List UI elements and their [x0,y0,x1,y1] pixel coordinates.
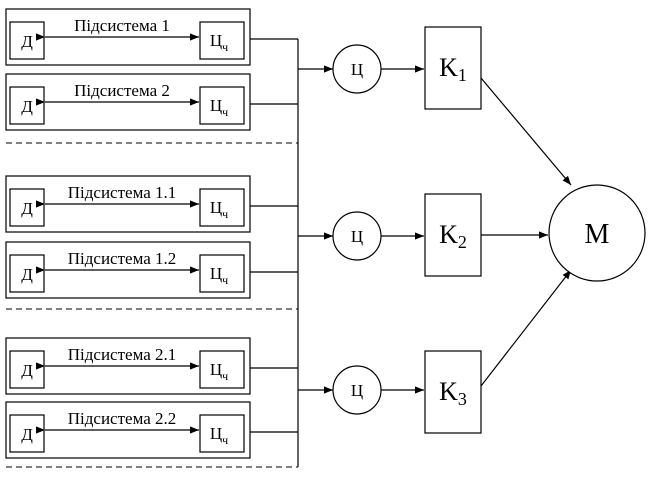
subsystem-name-6: Підсистема 2.2 [68,409,177,428]
k-label-2: K2 [439,220,467,252]
center-box-4 [199,254,245,293]
center-label-4: Цч [210,264,228,287]
subsystem-name-1: Підсистема 1 [74,16,170,35]
center-label-2: Цч [210,96,228,119]
sensor-label-3: Д [21,199,33,218]
center-label-1: Цч [210,31,228,54]
k1-to-main-arrow [480,77,572,186]
sensor-label-6: Д [21,425,33,444]
main-node-label: М [585,219,610,250]
center-box-3 [199,188,245,227]
subsystem-name-5: Підсистема 2.1 [68,345,177,364]
collector-label-2: Ц [351,227,363,246]
k3-to-main-arrow [480,269,572,387]
subsystem-name-2: Підсистема 2 [74,81,170,100]
center-box-2 [199,86,245,125]
sensor-label-5: Д [21,361,33,380]
subsystem-name-4: Підсистема 1.2 [68,249,177,268]
center-label-6: Цч [210,424,228,447]
center-label-5: Цч [210,360,228,383]
collector-label-3: Ц [351,381,363,400]
sensor-label-4: Д [21,265,33,284]
sensor-label-2: Д [21,97,33,116]
main-node [548,184,646,282]
subsystem-name-3: Підсистема 1.1 [68,183,177,202]
center-box-1 [199,21,245,60]
center-box-5 [199,350,245,389]
sensor-label-1: Д [21,32,33,51]
k-label-3: K3 [439,377,467,409]
center-box-6 [199,414,245,453]
k-block-2 [424,193,482,277]
k-block-3 [424,350,482,434]
k-label-1: K1 [439,53,467,85]
k-block-1 [424,26,482,110]
center-label-3: Цч [210,198,228,221]
collector-label-1: Ц [351,60,363,79]
